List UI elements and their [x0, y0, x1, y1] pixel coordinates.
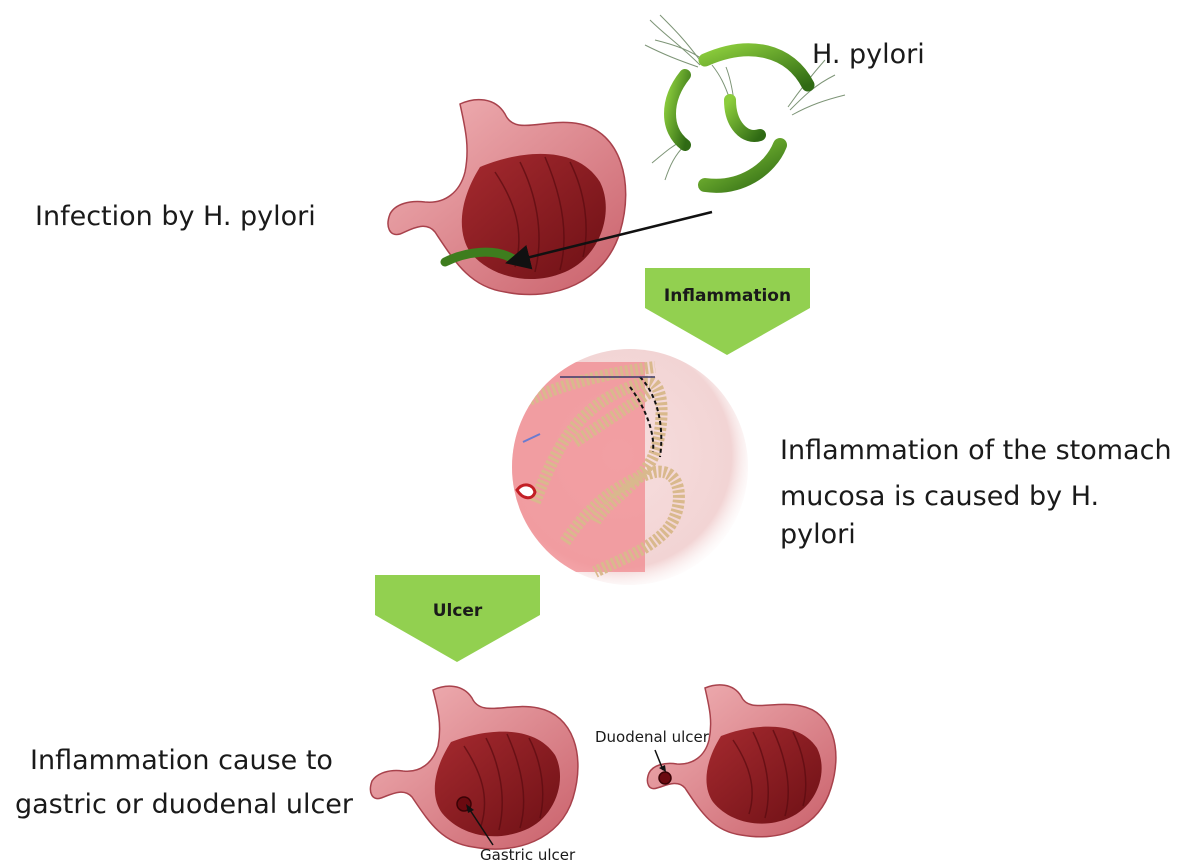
duodenal-ulcer-label: Duodenal ulcer: [595, 728, 709, 746]
stomach-infection-illustration: [385, 92, 645, 302]
stomach-gastric-ulcer-illustration: [368, 680, 598, 855]
stomach-duodenal-ulcer-illustration: [645, 680, 845, 850]
ulcer-desc-line1: Inflammation cause to: [30, 742, 333, 780]
inflammation-arrow-label: Inflammation: [645, 286, 810, 306]
ulcer-desc-line2: gastric or duodenal ulcer: [15, 786, 353, 824]
gastric-ulcer-label: Gastric ulcer: [480, 846, 575, 864]
infection-label: Infection by H. pylori: [35, 198, 316, 236]
inflammation-arrow: [645, 268, 815, 358]
inflammation-desc-line2: mucosa is caused by H. pylori: [780, 478, 1178, 554]
mucosa-inflammation-illustration: [505, 362, 755, 572]
ulcer-arrow-label: Ulcer: [375, 601, 540, 621]
h-pylori-label: H. pylori: [812, 36, 925, 74]
inflammation-desc-line1: Inflammation of the stomach: [780, 432, 1172, 470]
